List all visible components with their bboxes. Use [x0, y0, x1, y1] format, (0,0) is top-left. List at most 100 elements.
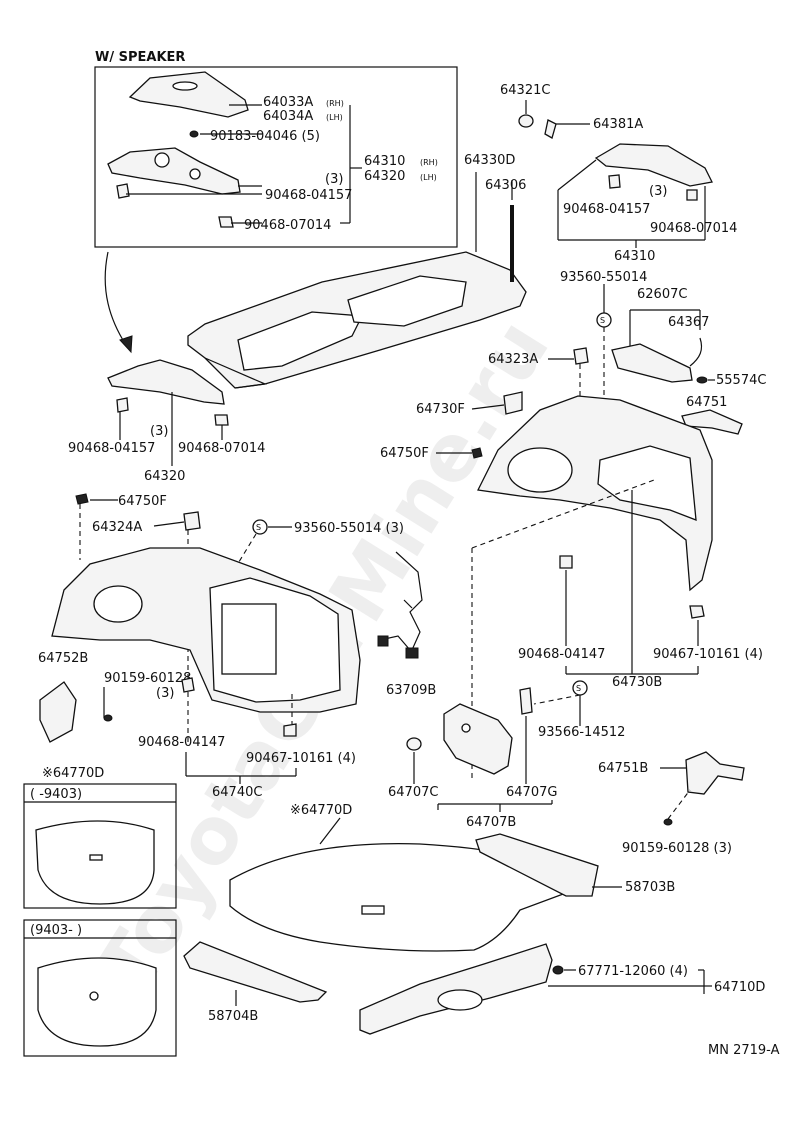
- mat-b-hole: [89, 991, 99, 1001]
- label-90468-04157-b: 90468-04157: [563, 202, 650, 217]
- clip-64324A-part: [183, 511, 201, 531]
- label-64323A: 64323A: [488, 352, 538, 367]
- label-90468-04147-a: 90468-04147: [138, 735, 225, 750]
- range-label-b: (9403- ): [30, 923, 82, 938]
- label-64321C: 64321C: [500, 83, 550, 98]
- clip-part-7: [181, 677, 195, 693]
- label-64033A: 64033A: [263, 95, 313, 110]
- harness-connector: [405, 647, 419, 659]
- speaker-cover-lh-part: [107, 359, 225, 405]
- clip-64323A-part: [573, 347, 589, 365]
- bulb-part: [696, 376, 708, 384]
- clip-part-10: [689, 605, 705, 619]
- floor-mat-slot: [361, 905, 385, 915]
- label-64730F: 64730F: [416, 402, 465, 417]
- label-93560-55014-b: 93560-55014 (3): [294, 521, 404, 536]
- label-93560-55014: 93560-55014: [560, 270, 647, 285]
- label-64770D-main: ※64770D: [290, 803, 352, 818]
- label-58703B: 58703B: [625, 880, 675, 895]
- label-qty-3-b: (3): [649, 184, 667, 199]
- label-55574C: 55574C: [716, 373, 766, 388]
- label-63709B: 63709B: [386, 683, 436, 698]
- label-64034A: 64034A: [263, 109, 313, 124]
- s-mark-1-letter: S: [600, 316, 605, 325]
- clip-64707G-part: [519, 687, 533, 715]
- cover-knob: [461, 723, 471, 733]
- label-qty-3-c: (3): [150, 424, 168, 439]
- clip-64750F-part: [471, 447, 483, 459]
- clip-part: [116, 183, 130, 199]
- label-64320-lh: 64320: [364, 169, 405, 184]
- mat-a-slot: [89, 854, 103, 861]
- speaker-hole-2: [189, 168, 201, 180]
- speaker-group-box: [94, 66, 458, 248]
- label-64324A: 64324A: [92, 520, 142, 535]
- tray-recess-right: [347, 275, 467, 327]
- label-64730B: 64730B: [612, 675, 662, 690]
- clip-part-3: [608, 174, 621, 189]
- label-64330D: 64330D: [464, 153, 515, 168]
- label-90468-04147-b: 90468-04147: [518, 647, 605, 662]
- label-58704B: 58704B: [208, 1009, 258, 1024]
- footer-code: MN 2719-A: [708, 1043, 780, 1058]
- label-64770D-left: ※64770D: [42, 766, 104, 781]
- speaker-group-title: W/ SPEAKER: [95, 50, 185, 65]
- clip-part-6: [214, 414, 229, 426]
- label-64320: 64320: [144, 469, 185, 484]
- range-label-a: ( -9403): [30, 787, 82, 802]
- lamp-part: [611, 343, 693, 383]
- label-64310: 64310: [614, 249, 655, 264]
- cover-64707C-part: [443, 703, 513, 775]
- screw-part: [189, 130, 199, 138]
- mat-a-part: [35, 820, 155, 905]
- board-58703B-part: [475, 833, 599, 897]
- mat-b-part: [37, 957, 157, 1047]
- label-64367: 64367: [668, 315, 709, 330]
- trim-rh-inner: [597, 445, 697, 521]
- label-qty-3: (3): [325, 172, 343, 187]
- label-90468-07014-b: 90468-07014: [650, 221, 737, 236]
- label-90159-60128-b: 90159-60128 (3): [622, 841, 732, 856]
- label-90183: 90183-04046 (5): [210, 129, 320, 144]
- label-90468-04157: 90468-04157: [265, 188, 352, 203]
- label-64310-suffix: (RH): [420, 158, 438, 167]
- label-qty-3-d: (3): [156, 686, 174, 701]
- clip-part-5: [116, 397, 129, 413]
- label-64707C: 64707C: [388, 785, 438, 800]
- trim-64710D-recess: [437, 989, 483, 1011]
- tray-edge: [204, 357, 268, 389]
- label-90467-10161-a: 90467-10161 (4): [246, 751, 356, 766]
- label-64710D: 64710D: [714, 980, 765, 995]
- trim-rh-wheelarch: [507, 447, 573, 493]
- clip-64750F-b-part: [75, 493, 89, 505]
- label-64750F-b: 64750F: [118, 494, 167, 509]
- label-64306: 64306: [485, 178, 526, 193]
- assembly-arrow: [104, 251, 127, 346]
- label-64707B: 64707B: [466, 815, 516, 830]
- knob-64707C-part: [406, 737, 422, 751]
- label-64750F-a: 64750F: [380, 446, 429, 461]
- speaker-cover-part: [128, 71, 249, 118]
- label-90468-07014-c: 90468-07014: [178, 441, 265, 456]
- screw-part-2: [552, 965, 564, 975]
- speaker-cover-grille: [172, 81, 198, 91]
- assembly-arrow-head: [119, 335, 133, 354]
- label-67771: 67771-12060 (4): [578, 964, 688, 979]
- trim-64710D-part: [359, 943, 553, 1035]
- label-90467-10161-b: 90467-10161 (4): [653, 647, 763, 662]
- bracket-64751B-part: [685, 751, 745, 795]
- label-64033A-suffix: (RH): [326, 99, 344, 108]
- bolt-part-2: [663, 818, 673, 826]
- label-90159-60128-a: 90159-60128: [104, 671, 191, 686]
- clip-part-2: [218, 216, 234, 228]
- cap-part: [518, 114, 534, 128]
- label-64707G: 64707G: [506, 785, 557, 800]
- label-90468-04157-c: 90468-04157: [68, 441, 155, 456]
- inset-box-b: [23, 919, 177, 1057]
- board-58704B-part: [183, 941, 328, 1003]
- floor-mat-part: [229, 843, 575, 952]
- label-62607C: 62607C: [637, 287, 687, 302]
- speaker-cover-rh-part: [594, 143, 713, 187]
- label-64310-rh: 64310: [364, 154, 405, 169]
